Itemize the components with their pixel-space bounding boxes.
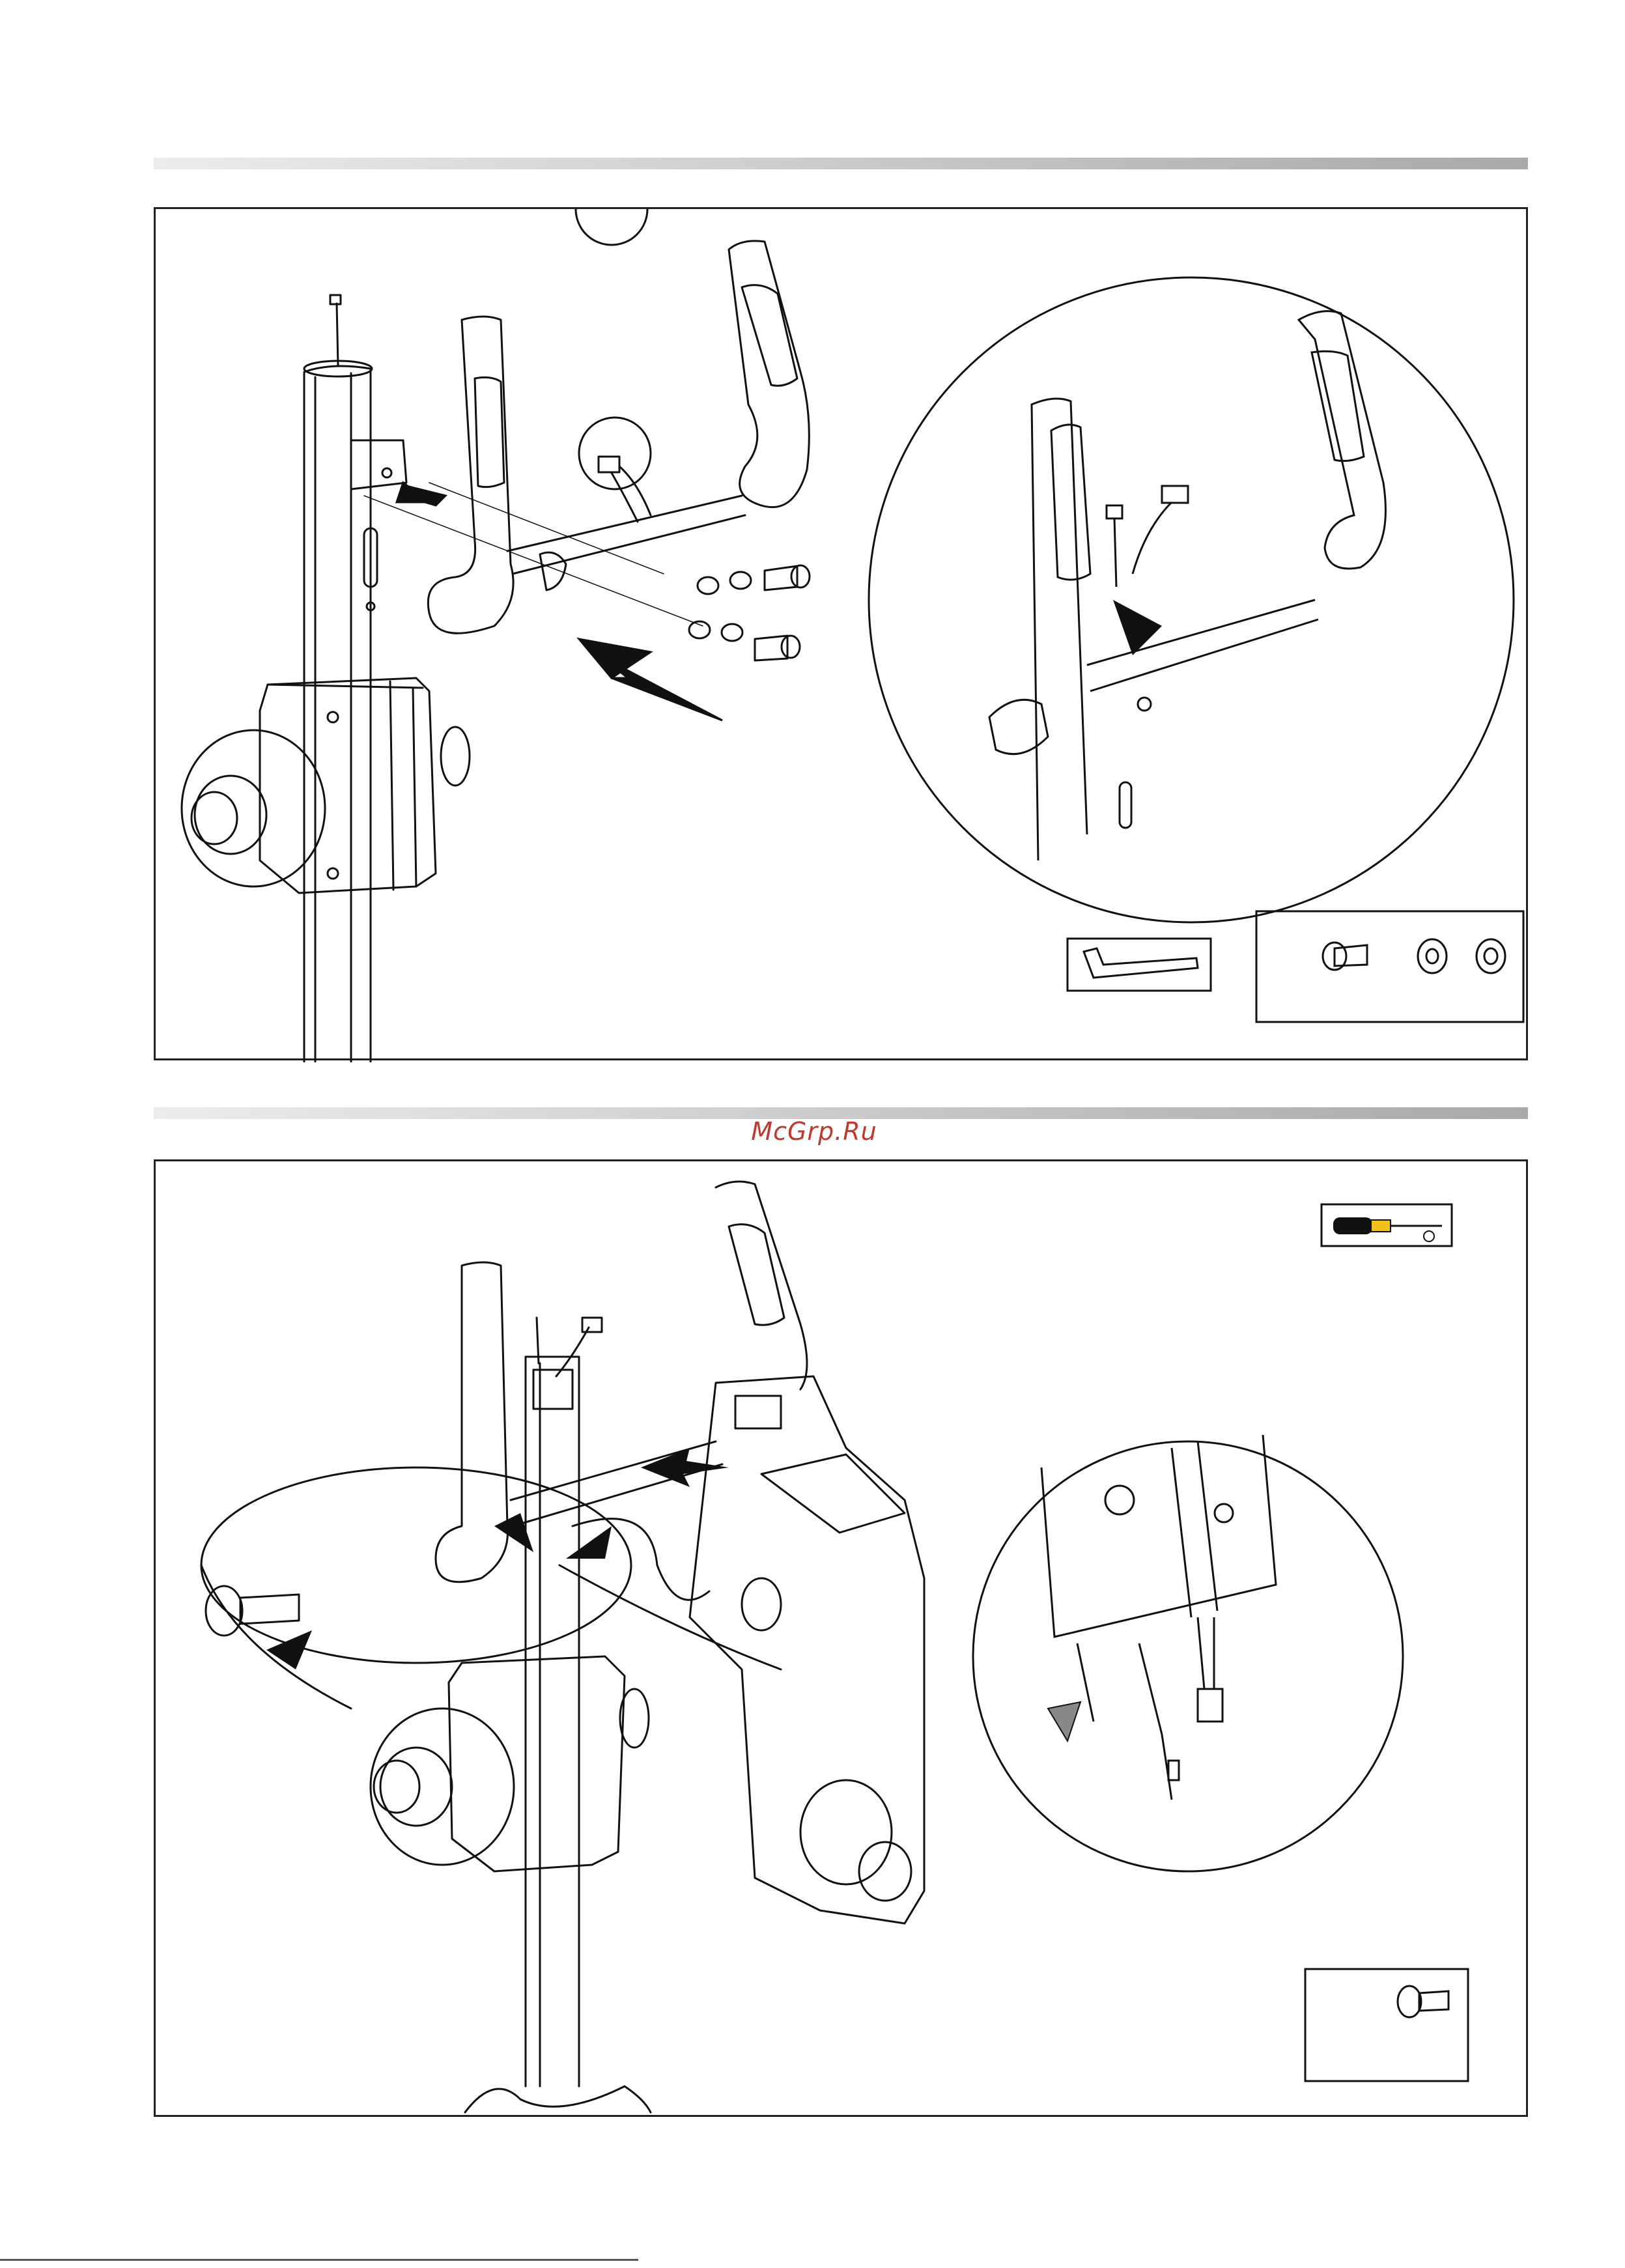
hardware-box-2 <box>1305 1969 1468 2081</box>
hex-key-icon <box>1084 948 1198 978</box>
handlebar-drawing <box>428 209 809 633</box>
watermark-text: McGrp.Ru <box>749 1117 879 1146</box>
hardware-box-1 <box>1256 911 1523 1022</box>
step-panel-1 <box>154 207 1528 1060</box>
phillips-screwdriver-icon <box>1333 1217 1442 1241</box>
step-panel-2 <box>154 1159 1528 2117</box>
direction-arrows <box>397 483 722 720</box>
detail-arrow-1 <box>1113 600 1162 655</box>
console-mount-illustration <box>156 1161 1530 2119</box>
pan-head-screw-icon <box>1398 1986 1448 2017</box>
direction-arrows-2 <box>266 1448 729 1669</box>
page-bottom-rule <box>0 2259 638 2261</box>
handlebar-assembly-illustration <box>156 209 1530 1062</box>
bolt-set-drawing <box>689 565 810 660</box>
tension-housing-drawing <box>182 678 470 893</box>
flat-washer-icon <box>1418 939 1447 973</box>
spring-washer-icon <box>1477 939 1505 973</box>
hex-bolt-icon <box>1335 945 1367 966</box>
step-header-bar-1 <box>154 158 1528 169</box>
detail-circle-1 <box>869 277 1514 922</box>
detail-circle-2 <box>973 1435 1403 1871</box>
